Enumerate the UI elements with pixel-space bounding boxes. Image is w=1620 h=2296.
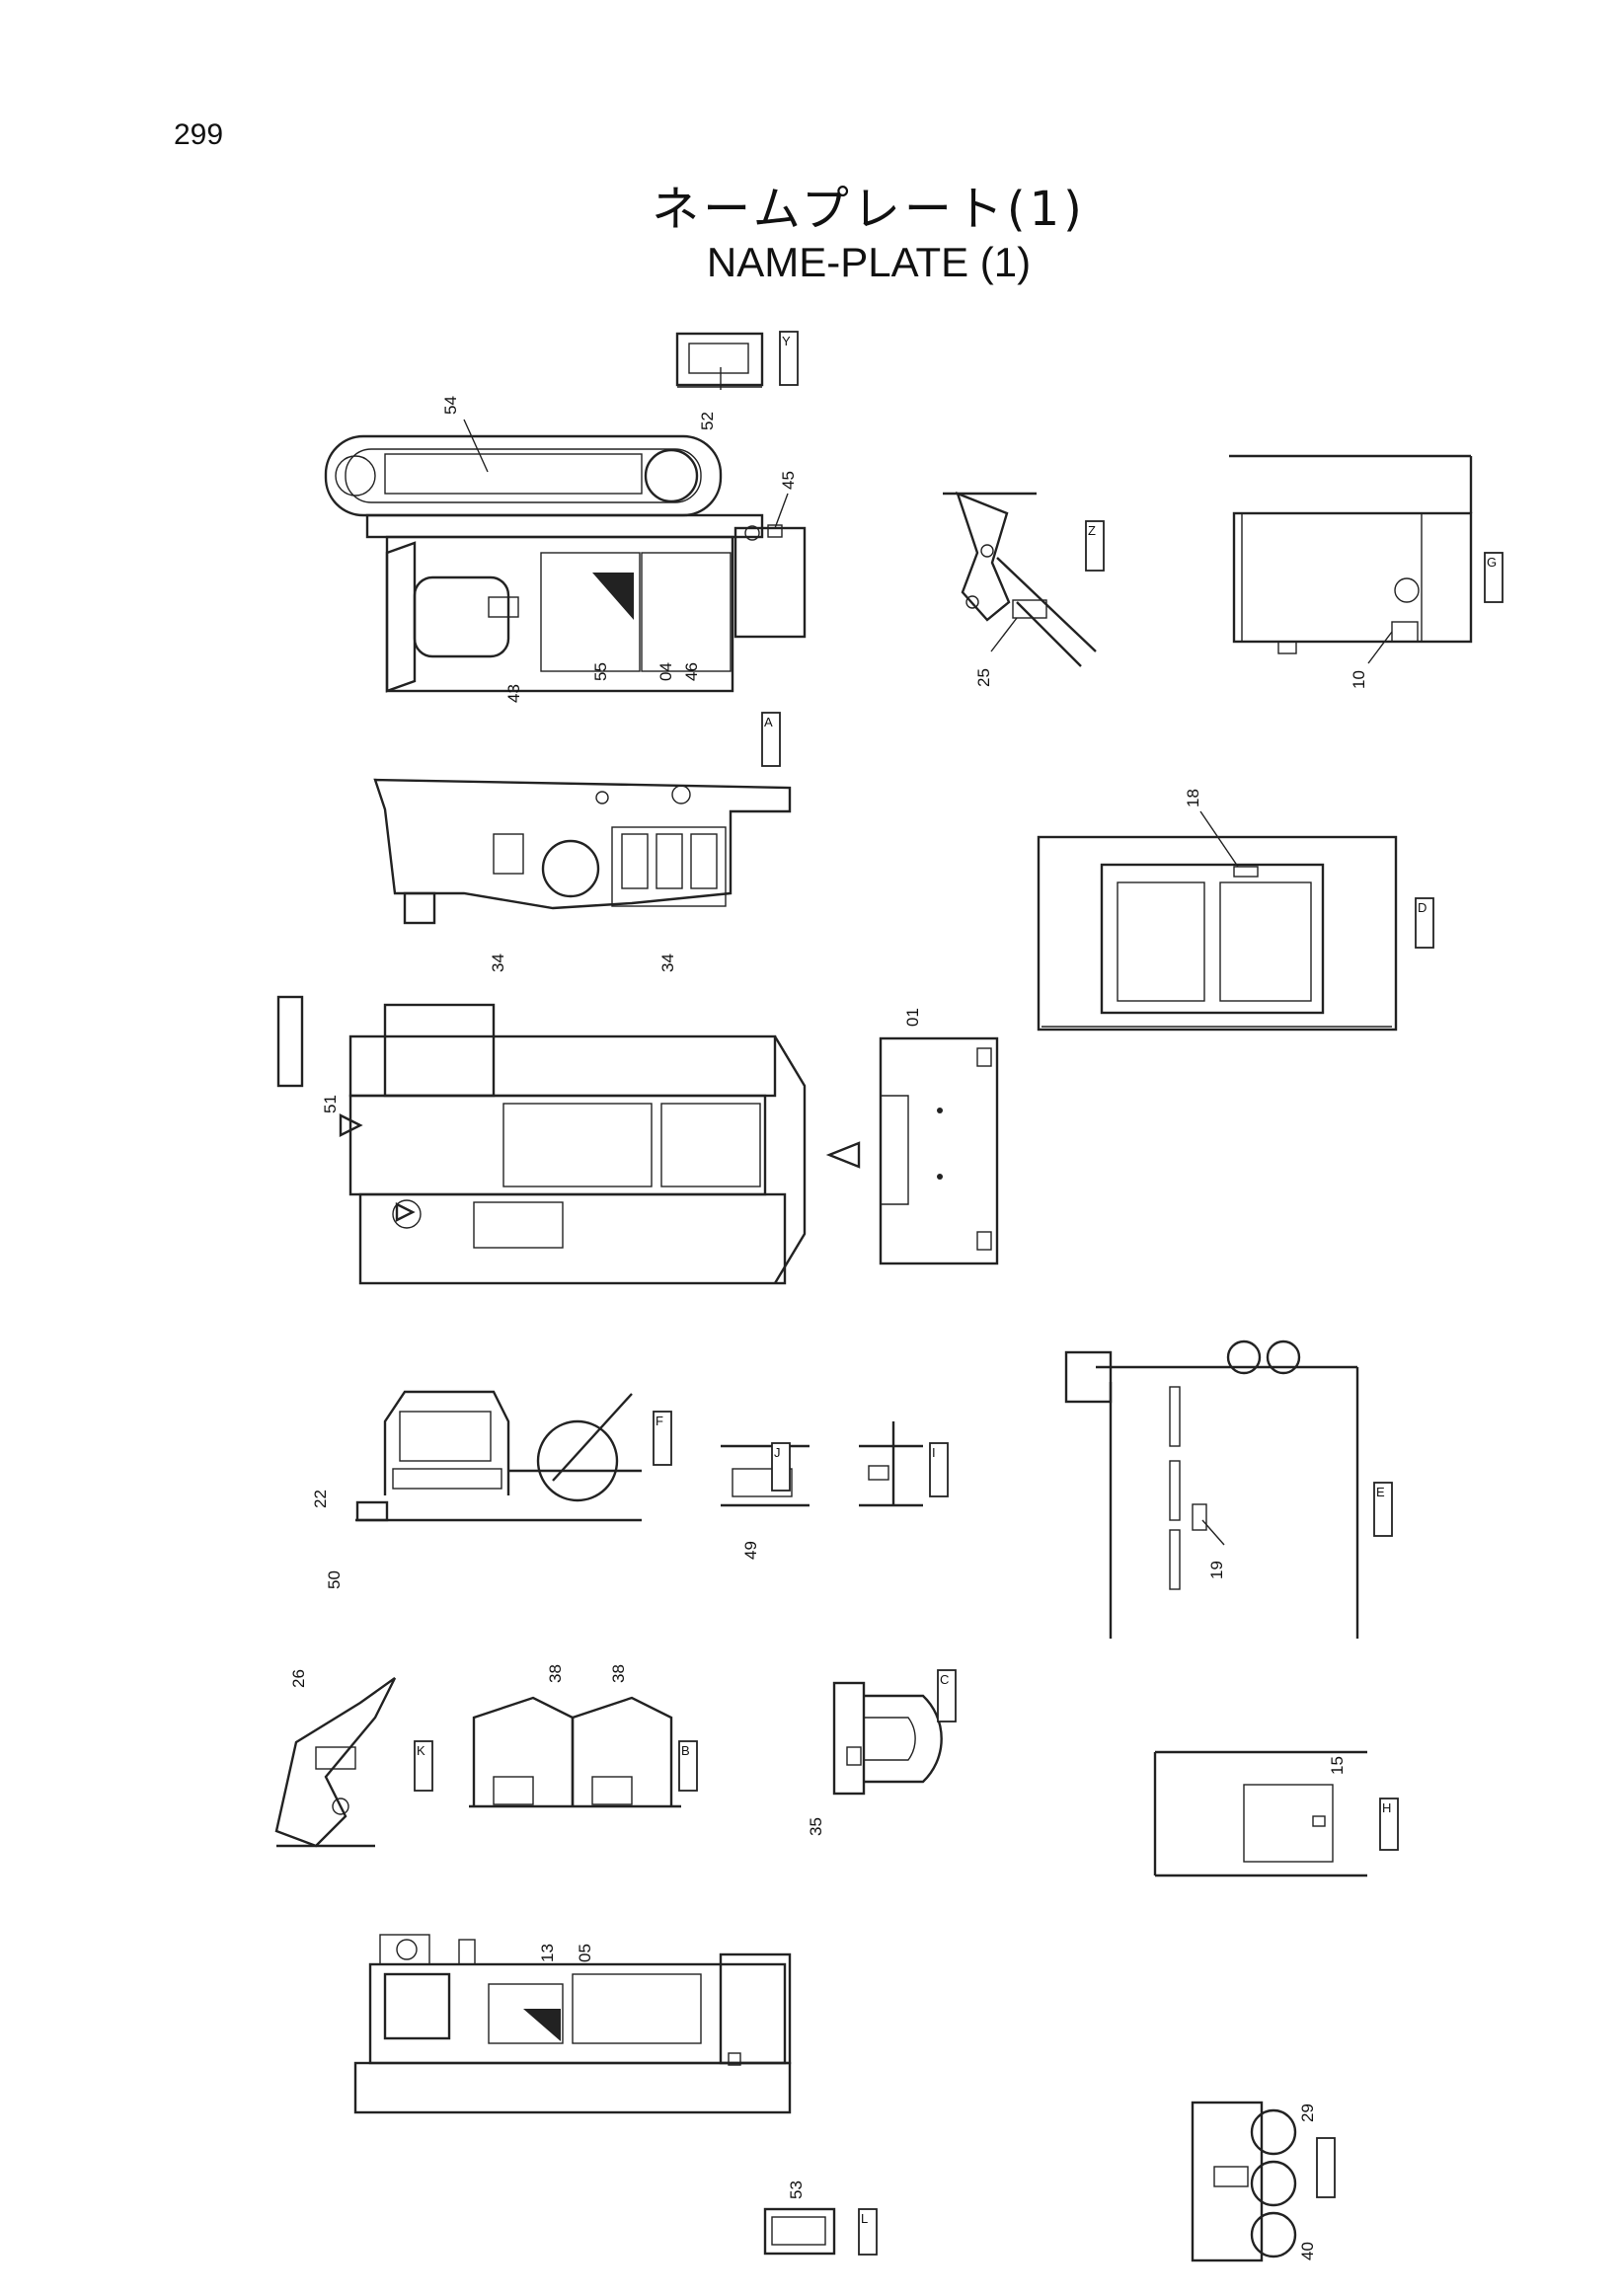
view-tag-e-label: E bbox=[1376, 1485, 1385, 1499]
page-title-japanese: ネームプレート(1) bbox=[652, 182, 1086, 237]
callout-13: 13 bbox=[538, 1944, 557, 1962]
view-y-detail: Y bbox=[675, 331, 799, 388]
view-j-detail: J 49 bbox=[721, 1442, 810, 1560]
view-tag-j-label: J bbox=[774, 1445, 781, 1460]
callout-40: 40 bbox=[1298, 2242, 1317, 2260]
callout-22: 22 bbox=[311, 1490, 330, 1508]
view-tag-b-label: B bbox=[681, 1743, 690, 1758]
callout-01: 01 bbox=[903, 1008, 922, 1027]
view-tag-g-label: G bbox=[1487, 555, 1497, 570]
roller-detail-view: 29 40 bbox=[1191, 2101, 1336, 2262]
view-tag-d-label: D bbox=[1418, 900, 1427, 915]
callout-19: 19 bbox=[1207, 1561, 1226, 1579]
view-c-drum: C 35 bbox=[807, 1669, 957, 1836]
view-tag-l-label: L bbox=[861, 2211, 868, 2226]
callout-29: 29 bbox=[1298, 2104, 1317, 2122]
callout-38-right: 38 bbox=[609, 1664, 628, 1683]
view-tag-c-label: C bbox=[940, 1672, 949, 1687]
view-i-detail: I bbox=[859, 1421, 949, 1507]
view-b-sheaves: B 38 38 bbox=[469, 1664, 698, 1808]
plan-view-top: 51 bbox=[276, 995, 807, 1285]
callout-49: 49 bbox=[741, 1541, 760, 1560]
callout-54: 54 bbox=[441, 396, 460, 415]
view-tag-h-label: H bbox=[1382, 1800, 1391, 1815]
callout-38-left: 38 bbox=[546, 1664, 565, 1683]
callout-26: 26 bbox=[289, 1669, 308, 1688]
crawler-side-view bbox=[324, 434, 807, 693]
view-l-detail: L 53 bbox=[763, 2181, 878, 2256]
view-h-panel: H 15 bbox=[1153, 1750, 1399, 1877]
callout-46: 46 bbox=[682, 662, 701, 681]
view-tag-z-label: Z bbox=[1088, 523, 1096, 538]
callout-18: 18 bbox=[1184, 789, 1202, 807]
view-a-frame: A 34 34 bbox=[373, 712, 792, 972]
view-d-panel: D 18 bbox=[1037, 789, 1434, 1032]
view-z-bracket: Z 25 bbox=[943, 491, 1105, 687]
callout-55: 55 bbox=[591, 662, 610, 681]
page-title-english: NAME-PLATE (1) bbox=[706, 239, 1032, 285]
view-g-tank: G 10 bbox=[1229, 454, 1504, 689]
callout-43: 43 bbox=[504, 684, 523, 703]
callout-50: 50 bbox=[325, 1570, 344, 1589]
view-tag-f-label: F bbox=[656, 1414, 663, 1428]
callout-53: 53 bbox=[787, 2181, 806, 2199]
view-k-bracket: K 26 bbox=[274, 1669, 433, 1848]
callout-34-left: 34 bbox=[489, 954, 507, 972]
callout-35: 35 bbox=[807, 1817, 825, 1836]
view-tag-y-label: Y bbox=[782, 334, 791, 348]
callouts-crawler: 54 52 45 43 55 04 46 bbox=[441, 367, 798, 703]
view-e-panel: E 19 bbox=[1064, 1339, 1393, 1639]
view-f-cab: F 22 50 bbox=[311, 1390, 672, 1589]
callout-52: 52 bbox=[698, 412, 717, 430]
page-number: 299 bbox=[174, 118, 224, 151]
callout-25: 25 bbox=[974, 668, 993, 687]
view-tag-k-label: K bbox=[417, 1743, 425, 1758]
view-tag-i-label: I bbox=[932, 1445, 936, 1460]
callout-15: 15 bbox=[1328, 1756, 1347, 1775]
counterweight-view: 01 bbox=[825, 1008, 999, 1265]
callout-04: 04 bbox=[656, 662, 675, 681]
callout-05: 05 bbox=[576, 1944, 594, 1962]
callout-34-right: 34 bbox=[658, 954, 677, 972]
superstructure-side-view: 13 05 bbox=[353, 1934, 792, 2114]
view-tag-a-label: A bbox=[764, 715, 773, 729]
callout-45: 45 bbox=[779, 471, 798, 490]
callout-10: 10 bbox=[1350, 670, 1368, 689]
callout-51: 51 bbox=[321, 1095, 340, 1113]
